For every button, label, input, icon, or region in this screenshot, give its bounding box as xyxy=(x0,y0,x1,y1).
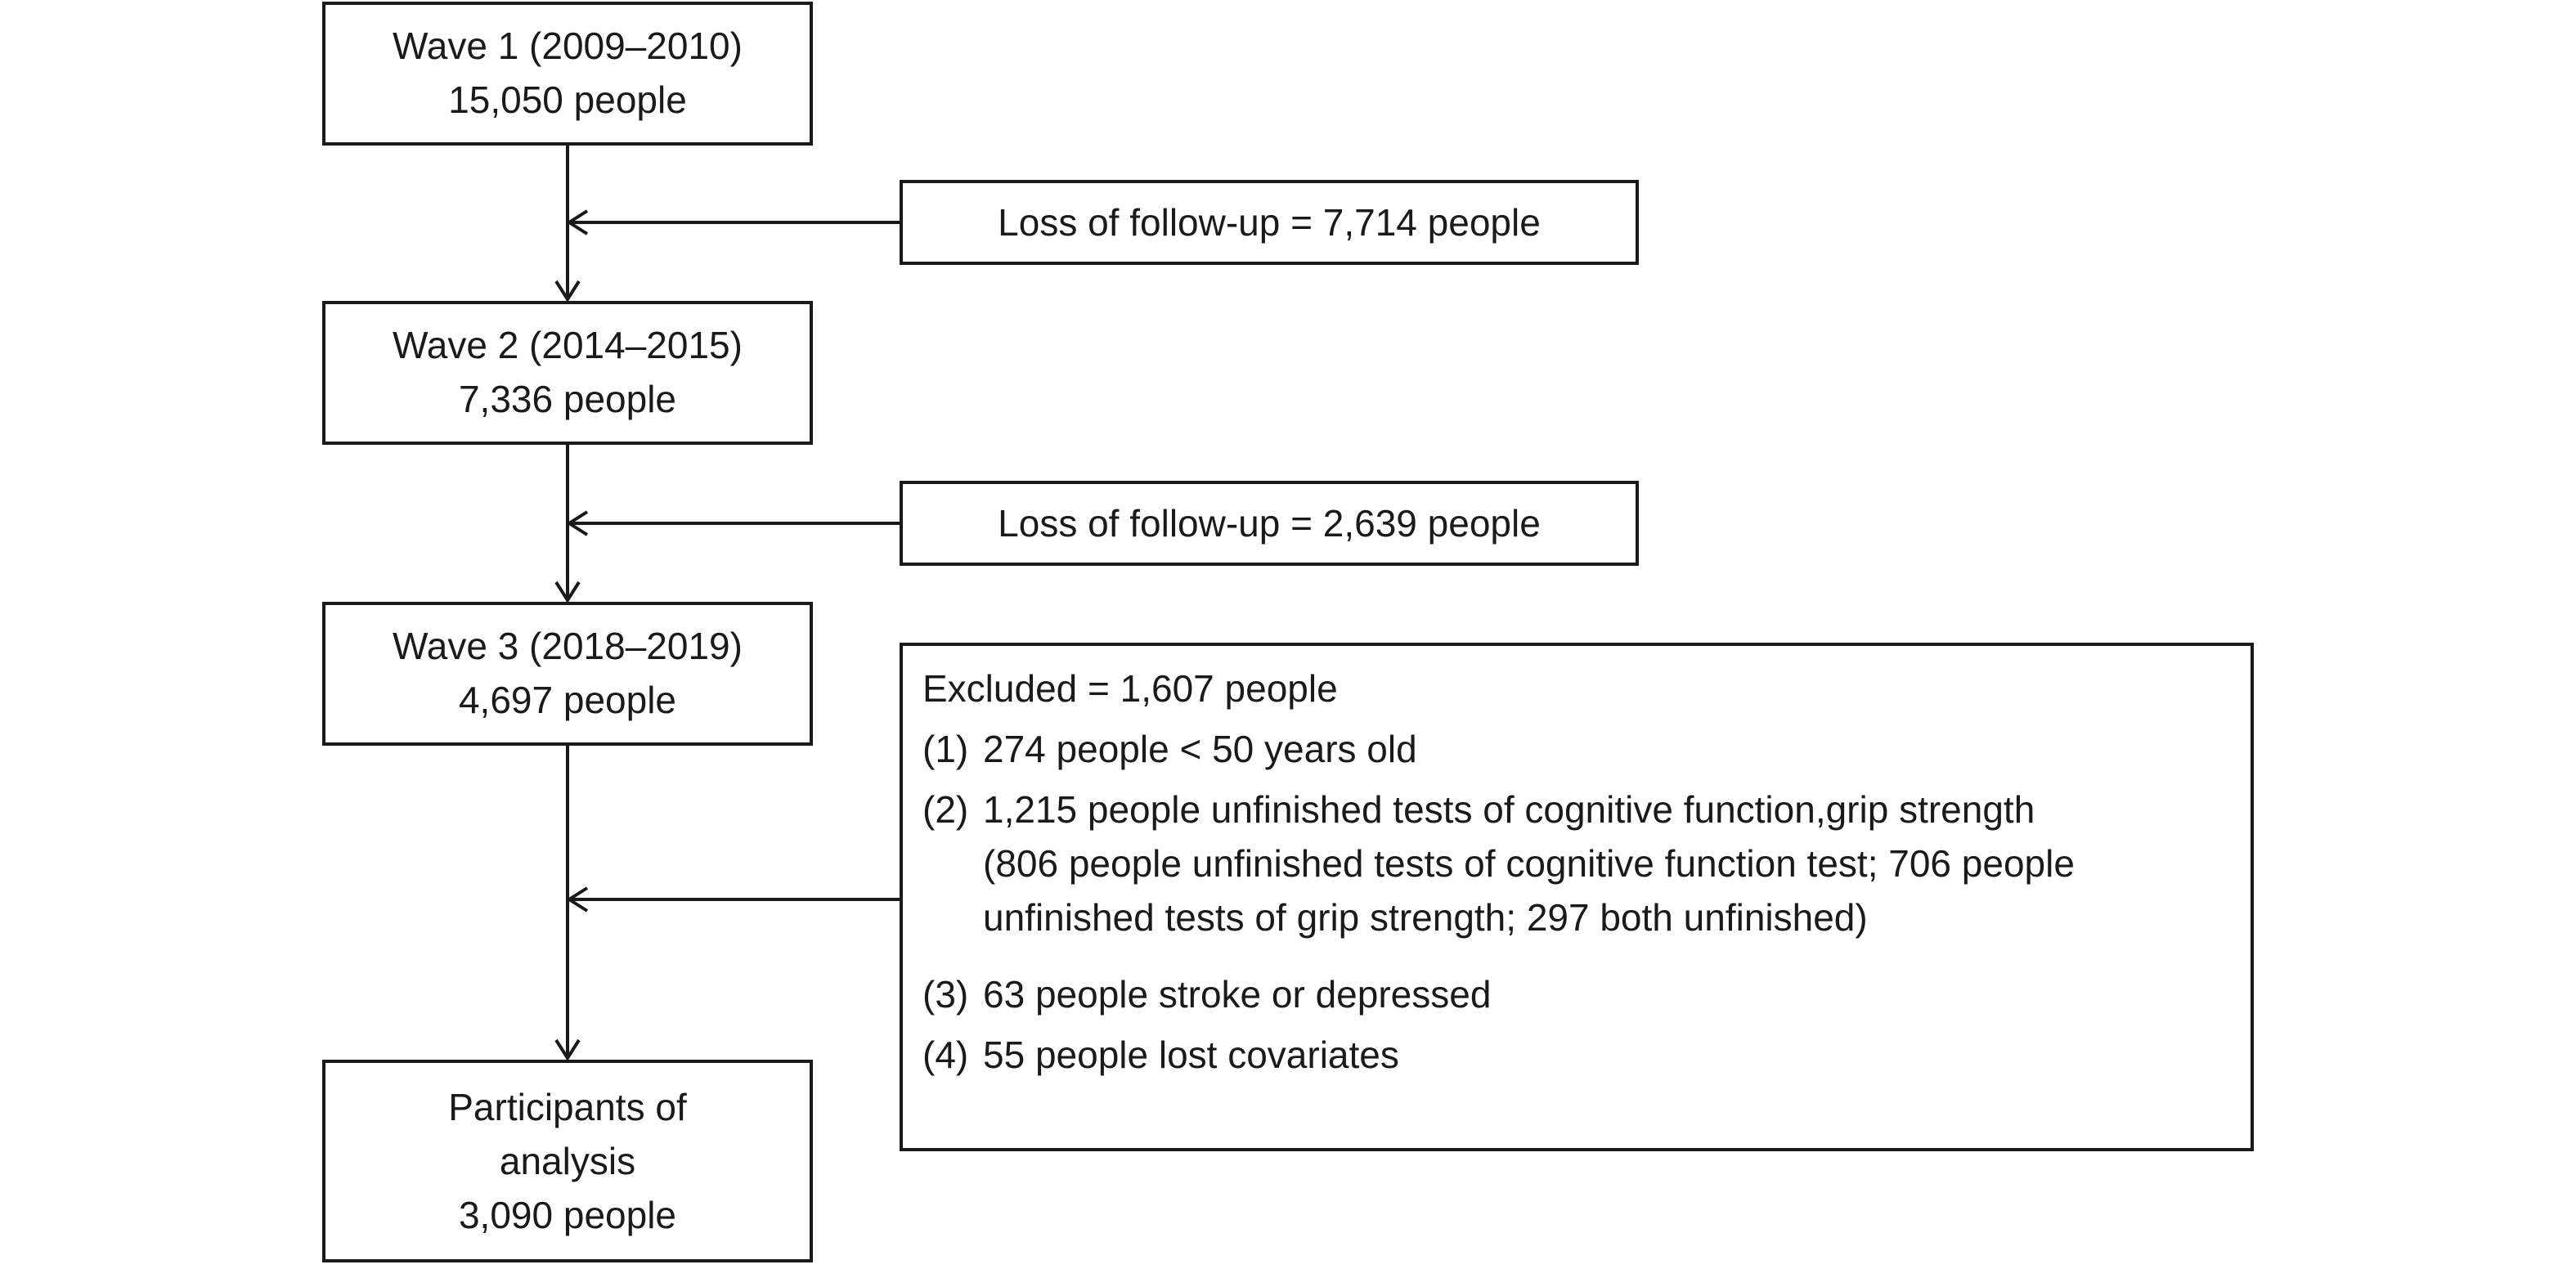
wave2-box: Wave 2 (2014–2015) 7,336 people xyxy=(322,301,813,445)
wave3-title: Wave 3 (2018–2019) xyxy=(393,625,743,667)
wave1-box: Wave 1 (2009–2010) 15,050 people xyxy=(322,2,813,146)
loss-followup-text-2: Loss of follow-up = 2,639 people xyxy=(998,501,1541,544)
exclusion-item: (2) 1,215 people unfinished tests of cog… xyxy=(922,783,2251,945)
loss-followup-box-2: Loss of follow-up = 2,639 people xyxy=(900,481,1639,566)
loss-followup-text-1: Loss of follow-up = 7,714 people xyxy=(998,200,1541,243)
exclusion-item: (3) 63 people stroke or depressed xyxy=(922,968,2251,1022)
exclusion-item: (1) 274 people < 50 years old xyxy=(922,723,2251,777)
arrowhead-wave3 xyxy=(554,581,581,603)
arrowhead-exclusion xyxy=(566,886,589,913)
participants-line2: analysis xyxy=(499,1139,636,1182)
wave3-box: Wave 3 (2018–2019) 4,697 people xyxy=(322,602,813,746)
exclusion-item-text: 274 people < 50 years old xyxy=(983,728,1417,770)
exclusion-item: (4) 55 people lost covariates xyxy=(922,1029,2251,1083)
wave2-count: 7,336 people xyxy=(458,378,676,420)
exclusion-item-number: (1) xyxy=(922,728,969,770)
exclusion-item-number: (4) xyxy=(922,1034,969,1076)
wave2-title: Wave 2 (2014–2015) xyxy=(393,324,743,366)
exclusion-item-number: (2) xyxy=(922,788,969,831)
arrowhead-loss1 xyxy=(566,209,589,235)
participants-line1: Participants of xyxy=(448,1085,687,1128)
participants-box: Participants of analysis 3,090 people xyxy=(322,1060,813,1262)
arrowhead-wave2 xyxy=(554,280,581,303)
exclusion-item-text: 55 people lost covariates xyxy=(983,1034,1399,1076)
arrowhead-loss2 xyxy=(566,510,589,536)
exclusion-title: Excluded = 1,607 people xyxy=(922,667,1338,710)
wave1-title: Wave 1 (2009–2010) xyxy=(393,25,743,67)
exclusion-item-text: 1,215 people unfinished tests of cogniti… xyxy=(983,788,2075,939)
wave1-count: 15,050 people xyxy=(448,78,687,121)
exclusion-item-number: (3) xyxy=(922,973,969,1016)
arrowhead-final xyxy=(554,1038,581,1061)
exclusion-box: Excluded = 1,607 people (1) 274 people <… xyxy=(900,643,2254,1151)
loss-followup-box-1: Loss of follow-up = 7,714 people xyxy=(900,180,1639,265)
wave3-count: 4,697 people xyxy=(458,679,676,721)
exclusion-item-text: 63 people stroke or depressed xyxy=(983,973,1492,1016)
participants-count: 3,090 people xyxy=(458,1193,676,1235)
